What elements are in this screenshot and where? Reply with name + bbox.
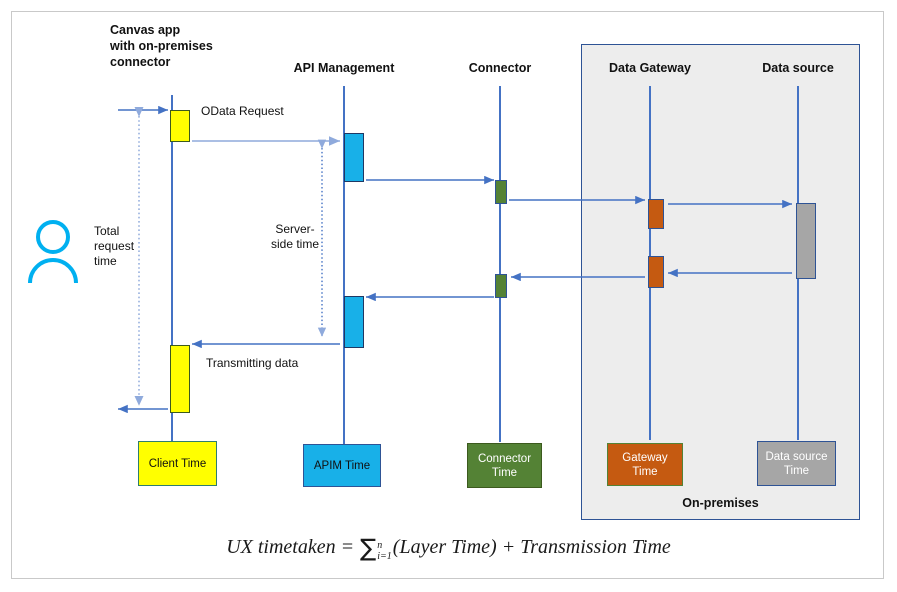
- formula-term-layer-time: (Layer Time): [392, 535, 497, 558]
- activation-data-source: [796, 203, 816, 279]
- formula-plus: +: [501, 535, 516, 558]
- activation-connector-response: [495, 274, 507, 298]
- legend-data-source-time: Data source Time: [757, 441, 836, 486]
- actor-title-connector: Connector: [468, 61, 532, 75]
- actor-title-data-gateway: Data Gateway: [609, 61, 691, 75]
- activation-apim-request: [344, 133, 364, 182]
- formula-term-transmission-time: Transmission Time: [520, 535, 671, 558]
- diagram-outer-border: [11, 11, 884, 579]
- label-odata-request: OData Request: [201, 104, 284, 118]
- lifeline-connector: [499, 86, 501, 442]
- legend-apim-time: APIM Time: [303, 444, 381, 487]
- activation-gateway-response: [648, 256, 664, 288]
- actor-title-api-management: API Management: [293, 61, 395, 75]
- formula-equals: =: [340, 535, 355, 558]
- label-on-premises: On-premises: [682, 496, 759, 510]
- label-server-side-time: Server- side time: [270, 222, 320, 251]
- activation-apim-response: [344, 296, 364, 348]
- label-transmitting-data: Transmitting data: [206, 356, 299, 370]
- legend-client-time: Client Time: [138, 441, 217, 486]
- activation-client-response: [170, 345, 190, 413]
- formula-sigma: ∑: [360, 534, 377, 562]
- lifeline-api-management: [343, 86, 345, 446]
- actor-title-canvas-app: Canvas app with on-premises connector: [110, 23, 213, 69]
- on-premises-panel: [581, 44, 860, 520]
- actor-title-data-source: Data source: [762, 61, 834, 75]
- legend-gateway-time: Gateway Time: [607, 443, 683, 486]
- formula-lhs: UX timetaken: [226, 535, 336, 558]
- formula-upper-limit: n: [377, 540, 383, 552]
- activation-client-request: [170, 110, 190, 142]
- label-total-request-time: Total request time: [94, 224, 135, 268]
- lifeline-canvas-app: [171, 95, 173, 445]
- legend-connector-time: Connector Time: [467, 443, 542, 488]
- formula-lower-limit: i=1: [377, 551, 392, 563]
- activation-connector-request: [495, 180, 507, 204]
- activation-gateway-request: [648, 199, 664, 229]
